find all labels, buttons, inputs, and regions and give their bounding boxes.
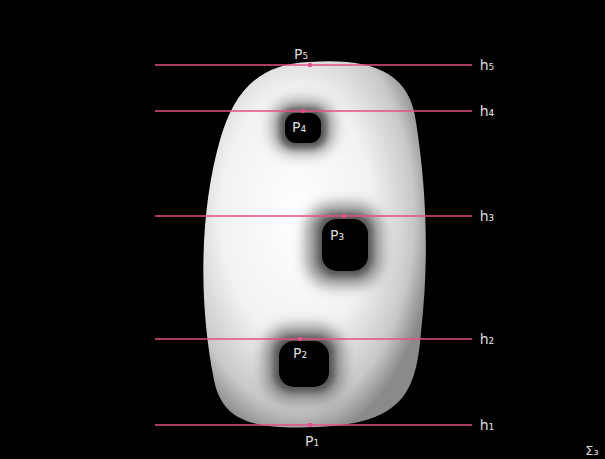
level-label: h₄ bbox=[480, 104, 495, 118]
level-line bbox=[155, 424, 472, 425]
level-line bbox=[155, 215, 472, 216]
point-label: P₁ bbox=[305, 434, 319, 448]
critical-point bbox=[308, 423, 312, 427]
hole bbox=[279, 341, 329, 387]
hole-shading bbox=[264, 100, 382, 402]
surface-name: Σ₃ bbox=[585, 444, 598, 457]
hole bbox=[285, 113, 321, 143]
hole bbox=[322, 219, 368, 271]
level-line bbox=[155, 338, 472, 339]
critical-point bbox=[342, 214, 346, 218]
point-label: P₅ bbox=[294, 47, 308, 61]
level-line bbox=[155, 110, 472, 111]
level-label: h₂ bbox=[480, 332, 495, 346]
level-label: h₃ bbox=[480, 209, 495, 223]
critical-point bbox=[301, 109, 305, 113]
level-lines bbox=[155, 65, 472, 425]
critical-point bbox=[308, 63, 312, 67]
point-label: P₄ bbox=[292, 120, 306, 134]
critical-points bbox=[298, 63, 346, 427]
level-line bbox=[155, 64, 472, 65]
point-label: P₂ bbox=[293, 346, 307, 360]
surface-body bbox=[203, 61, 426, 427]
level-label: h₁ bbox=[480, 418, 495, 432]
critical-point bbox=[298, 337, 302, 341]
point-label: P₃ bbox=[330, 228, 344, 242]
level-label: h₅ bbox=[480, 58, 495, 72]
